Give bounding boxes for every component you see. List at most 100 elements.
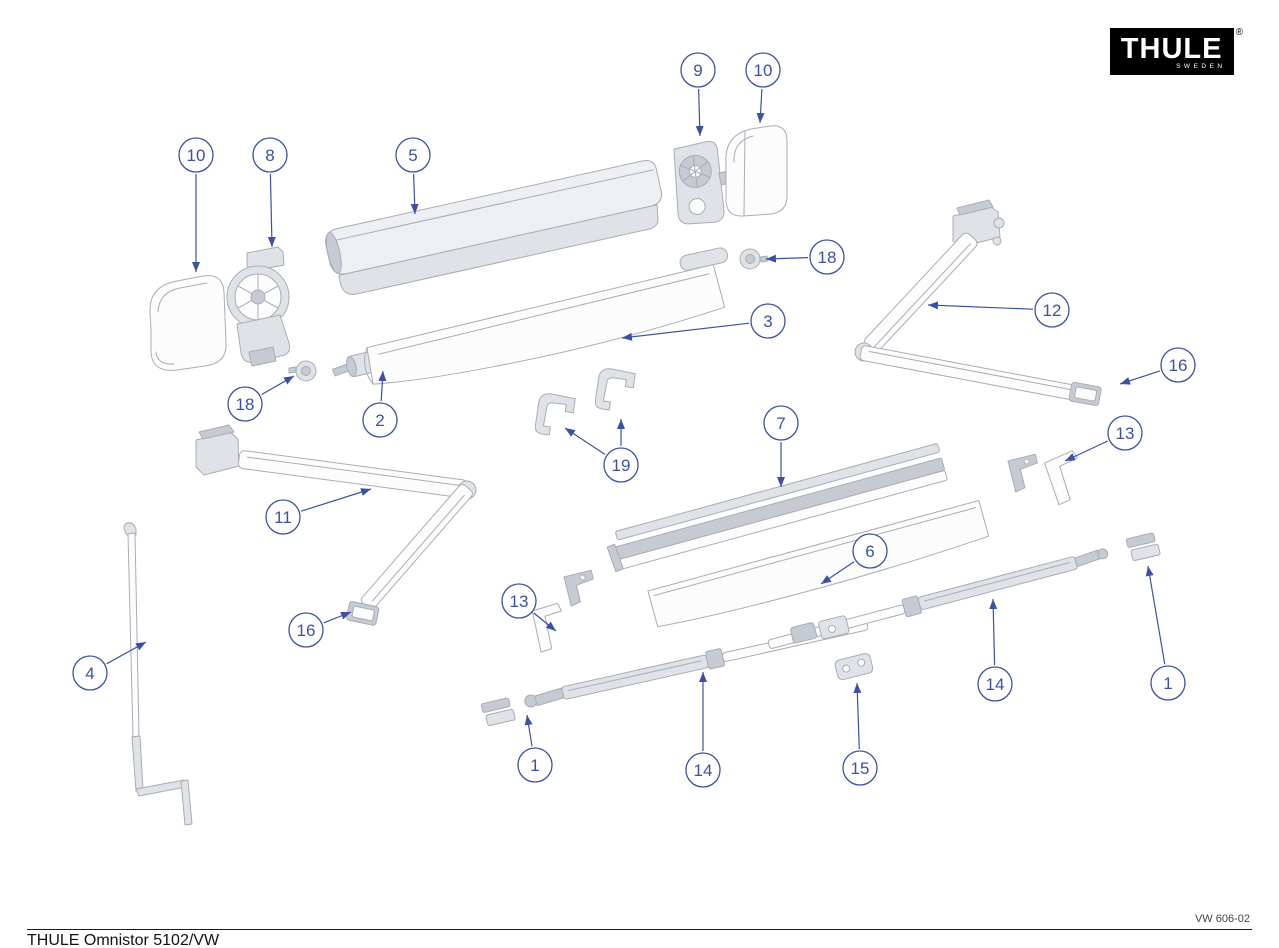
part-cassette-cover: [325, 160, 663, 295]
callout-circle: [1034, 292, 1070, 328]
callout-circle: [603, 447, 639, 483]
callout-arrow: [621, 322, 750, 341]
callout-number: 10: [187, 146, 206, 165]
part-gear-bracket-top: [673, 140, 732, 225]
callout-number: 16: [297, 621, 316, 640]
callout-arrow: [820, 561, 855, 585]
callout-arrow: [378, 370, 387, 402]
callout-number: 14: [986, 675, 1005, 694]
callout-arrow: [323, 611, 352, 624]
callout-number: 7: [776, 414, 785, 433]
thule-logo-brand: THULE: [1120, 32, 1223, 65]
thule-logo: THULE SWEDEN ®: [1109, 28, 1243, 75]
callout-number: 14: [694, 761, 713, 780]
callout-number: 12: [1043, 301, 1062, 320]
callout-arrow: [261, 375, 295, 396]
callout-19: 19: [564, 419, 639, 483]
callout-number: 11: [274, 508, 292, 527]
part-rafter-joint: [790, 615, 850, 644]
callout-arrow: [1064, 440, 1109, 462]
callout-7: 7: [763, 405, 799, 487]
callout-number: 10: [754, 61, 773, 80]
callout-arrow: [1119, 370, 1161, 385]
part-end-cap-left: [149, 275, 227, 371]
callout-18: 18: [227, 375, 295, 422]
callout-circle: [745, 52, 781, 88]
callout-arrow: [300, 488, 372, 512]
callout-1: 1: [517, 714, 553, 783]
callout-circle: [252, 137, 288, 173]
callout-arrow: [765, 254, 809, 263]
callout-number: 9: [693, 61, 702, 80]
callout-number: 4: [85, 664, 94, 683]
callout-circle: [395, 137, 431, 173]
callout-arrow: [927, 301, 1034, 310]
callout-number: 13: [510, 592, 529, 611]
part-fabric: [364, 247, 728, 385]
callout-1: 1: [1145, 565, 1186, 701]
callout-number: 1: [530, 756, 539, 775]
callout-number: 15: [851, 759, 870, 778]
callout-number: 13: [1116, 424, 1135, 443]
callout-12: 12: [927, 292, 1070, 328]
callout-16: 16: [288, 611, 352, 648]
part-spring-arm-left: [195, 424, 477, 610]
part-knob-right: [739, 248, 769, 270]
callout-circle: [288, 612, 324, 648]
callout-number: 19: [612, 456, 631, 475]
callout-number: 3: [763, 312, 772, 331]
callout-circle: [265, 499, 301, 535]
part-crank-handle: [123, 522, 193, 826]
callout-number: 16: [1169, 356, 1188, 375]
callout-arrow: [989, 598, 998, 666]
callout-10: 10: [178, 137, 214, 272]
callout-arrow: [695, 88, 704, 137]
callout-circle: [685, 752, 721, 788]
callout-number: 18: [236, 395, 255, 414]
part-valance: [647, 499, 990, 628]
callout-3: 3: [621, 303, 786, 341]
callout-arrow: [564, 427, 606, 456]
part-arm-endcap-left: [346, 601, 380, 626]
callout-6: 6: [820, 533, 888, 585]
part-arm-endcap-right: [1068, 381, 1102, 406]
part-bracket-13-left: [531, 569, 594, 653]
footer-divider: [27, 929, 1252, 930]
callout-15: 15: [842, 682, 878, 786]
part-spring-gear-left: [226, 246, 291, 367]
callout-circle: [852, 533, 888, 569]
callout-arrow: [756, 88, 765, 124]
callout-16: 16: [1119, 347, 1196, 385]
part-endcap-clip-left: [480, 697, 516, 727]
callout-circle: [842, 750, 878, 786]
callout-number: 1: [1163, 674, 1172, 693]
thule-logo-sweden: SWEDEN: [1176, 63, 1226, 71]
callout-number: 18: [818, 248, 837, 267]
callout-number: 6: [865, 542, 874, 561]
callout-arrow: [853, 682, 862, 750]
callout-circle: [1107, 415, 1143, 451]
callout-circle: [362, 402, 398, 438]
callout-number: 5: [408, 146, 417, 165]
callout-circle: [750, 303, 786, 339]
thule-logo-box: THULE SWEDEN: [1109, 28, 1234, 75]
callout-14: 14: [685, 672, 721, 788]
callout-10: 10: [745, 52, 781, 124]
part-knob-left: [288, 360, 317, 382]
callout-circle: [517, 747, 553, 783]
part-spring-arm-right: [854, 199, 1096, 404]
part-endcap-clip-right: [1125, 532, 1161, 562]
callout-arrow: [267, 173, 276, 248]
callout-arrow: [106, 641, 147, 665]
part-bracket-13-right: [1007, 450, 1078, 506]
document-number: VW 606-02: [1194, 913, 1250, 925]
callout-arrow: [1145, 565, 1166, 665]
callout-13: 13: [501, 583, 557, 632]
callout-18: 18: [765, 239, 845, 275]
callout-14: 14: [977, 598, 1013, 702]
callout-circle: [1160, 347, 1196, 383]
callout-circle: [501, 583, 537, 619]
callout-13: 13: [1064, 415, 1143, 462]
